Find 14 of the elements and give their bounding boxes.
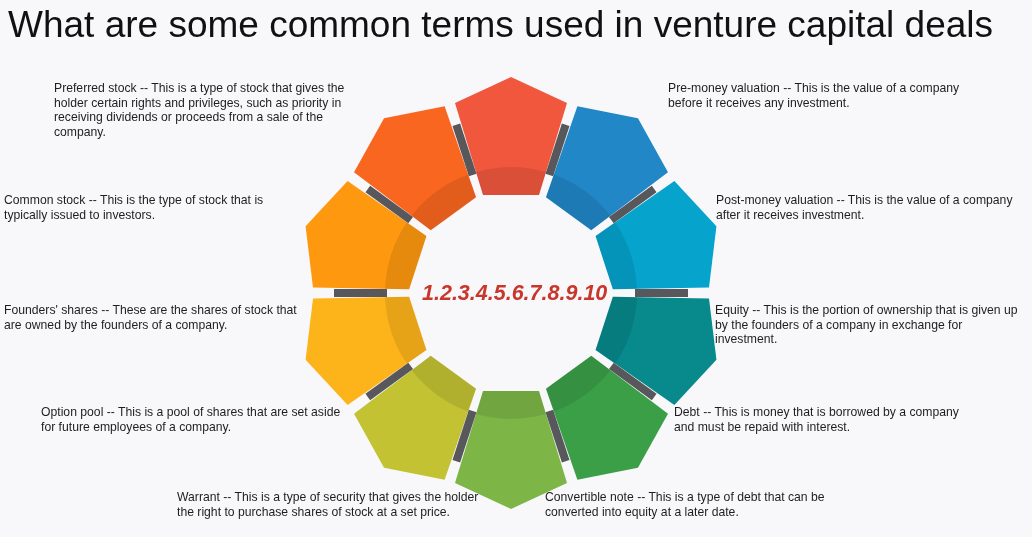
term-definition: Debt -- This is money that is borrowed by a company and must be repaid with interest. [674,405,960,435]
term-definition: Pre-money valuation -- This is the value of a company before it receives any investment. [668,81,961,111]
term-definition: Preferred stock -- This is a type of stock that gives the holder certain rights and privileges, such as priority in receiving dividends or proceeds from a sale of the company. [54,81,346,140]
term-definition: Convertible note -- This is a type of debt that can be converted into equity at a later date. [545,490,826,520]
pentagon [455,77,567,195]
term-definition: Founders' shares -- These are the shares of stock that are owned by the founders of a company. [4,303,298,333]
pentagon [354,106,477,231]
term-definition: Post-money valuation -- This is the value of a company after it receives investment. [716,193,1014,223]
number-sequence: 1.2.3.4.5.6.7.8.9.10 [422,281,608,305]
title: What are some common terms used in venture capital deals [8,4,994,46]
term-definition: Equity -- This is the portion of ownership that is given up by the founders of a company in exchange for investment. [715,303,1019,347]
term-definition: Common stock -- This is the type of stock that is typically issued to investors. [4,193,265,223]
term-definition: Option pool -- This is a pool of shares that are set aside for future employees of a company. [41,405,342,435]
term-definition: Warrant -- This is a type of security that gives the holder the right to purchase shares of stock at a set price. [177,490,480,520]
